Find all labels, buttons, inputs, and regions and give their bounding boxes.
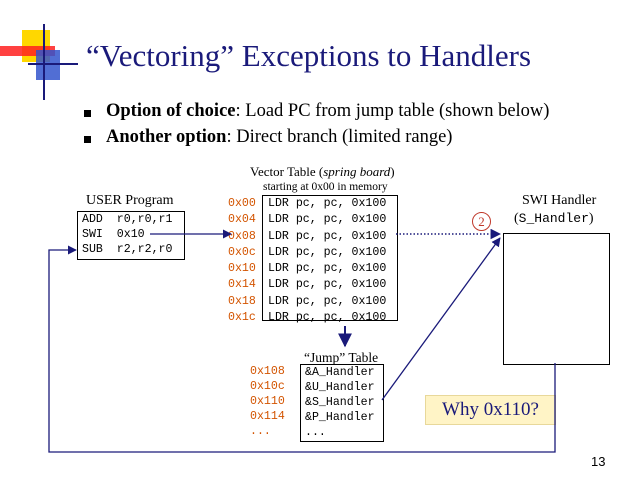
bullet-1-bold: Option of choice bbox=[106, 101, 236, 121]
jump-entry: &S_Handler bbox=[305, 396, 375, 409]
swi-handler-sublabel-open: ( bbox=[514, 211, 519, 226]
vector-table-label: Vector Table (spring board) bbox=[250, 164, 395, 180]
page-number: 13 bbox=[591, 454, 606, 469]
swi-handler-sublabel-close: ) bbox=[588, 211, 594, 226]
vector-address: 0x10 bbox=[228, 262, 256, 276]
jump-table-box: &A_Handler &U_Handler &S_Handler &P_Hand… bbox=[300, 364, 384, 442]
vector-table-label-italic: spring board bbox=[323, 164, 391, 179]
jump-address: 0x108 bbox=[250, 365, 285, 378]
swi-handler-box bbox=[503, 233, 610, 365]
vector-instruction: LDR pc, pc, 0x100 bbox=[268, 229, 387, 243]
slide-title: “Vectoring” Exceptions to Handlers bbox=[86, 38, 532, 73]
jump-entry: &A_Handler bbox=[305, 366, 375, 379]
user-program-line: ADD r0,r0,r1 bbox=[82, 213, 173, 226]
bullet-2-text: : Direct branch (limited range) bbox=[226, 127, 453, 147]
user-program-label: USER Program bbox=[86, 193, 174, 208]
why-callout: Why 0x110? bbox=[425, 395, 556, 425]
vector-address: 0x00 bbox=[228, 197, 256, 210]
swi-handler-code: S_Handler bbox=[518, 211, 589, 226]
bullet-1-text: : Load PC from jump table (shown below) bbox=[235, 101, 550, 121]
user-program-box: ADD r0,r0,r1 SWI 0x10 SUB r2,r2,r0 bbox=[77, 211, 185, 260]
swi-handler-sublabel: (S_Handler) bbox=[514, 211, 594, 227]
vector-instruction: LDR pc, pc, 0x100 bbox=[268, 197, 387, 210]
vector-address: 0x0c bbox=[228, 245, 256, 259]
vector-instruction: LDR pc, pc, 0x100 bbox=[268, 262, 387, 276]
jump-entry: &U_Handler bbox=[305, 381, 375, 394]
jump-entry: ... bbox=[305, 426, 326, 439]
vector-table-addresses: 0x00 0x04 0x08 0x0c 0x10 0x14 0x18 0x1c bbox=[228, 196, 256, 326]
vector-address: 0x04 bbox=[228, 213, 256, 227]
bullet-1: Option of choice: Load PC from jump tabl… bbox=[106, 101, 549, 122]
vector-address: 0x18 bbox=[228, 294, 256, 308]
step-marker-number: 2 bbox=[478, 214, 485, 229]
vector-address: 0x14 bbox=[228, 278, 256, 292]
swi-handler-label: SWI Handler bbox=[522, 193, 597, 208]
vector-instruction: LDR pc, pc, 0x100 bbox=[268, 213, 387, 227]
jump-address: 0x10c bbox=[250, 380, 285, 393]
bullet-2: Another option: Direct branch (limited r… bbox=[106, 127, 452, 148]
vector-table-label-suffix: ) bbox=[390, 164, 395, 179]
vector-instruction: LDR pc, pc, 0x100 bbox=[268, 294, 387, 308]
jump-table-addresses: 0x108 0x10c 0x110 0x114 ... bbox=[250, 364, 285, 439]
vector-table-sublabel: starting at 0x00 in memory bbox=[263, 181, 388, 193]
jump-address: 0x114 bbox=[250, 410, 285, 423]
jump-entry: &P_Handler bbox=[305, 411, 375, 424]
vector-address: 0x1c bbox=[228, 311, 256, 325]
vector-table-label-prefix: Vector Table ( bbox=[250, 164, 324, 179]
user-program-line: SUB r2,r2,r0 bbox=[82, 243, 173, 256]
bullet-2-bold: Another option bbox=[106, 127, 227, 147]
vector-instruction: LDR pc, pc, 0x100 bbox=[268, 311, 387, 325]
jump-address: 0x110 bbox=[250, 395, 285, 408]
bullet-marker bbox=[84, 110, 91, 117]
step-marker-circle: 2 bbox=[472, 212, 491, 231]
jump-address: ... bbox=[250, 425, 271, 438]
vector-table-box: LDR pc, pc, 0x100 LDR pc, pc, 0x100 LDR … bbox=[262, 195, 398, 324]
user-program-line: SWI 0x10 bbox=[82, 228, 145, 241]
bullet-marker bbox=[84, 136, 91, 143]
vector-instruction: LDR pc, pc, 0x100 bbox=[268, 278, 387, 292]
vector-instruction: LDR pc, pc, 0x100 bbox=[268, 245, 387, 259]
vector-address: 0x08 bbox=[228, 229, 256, 243]
slide-logo-decoration bbox=[0, 24, 78, 100]
jump-to-handler-arrow bbox=[381, 237, 501, 401]
